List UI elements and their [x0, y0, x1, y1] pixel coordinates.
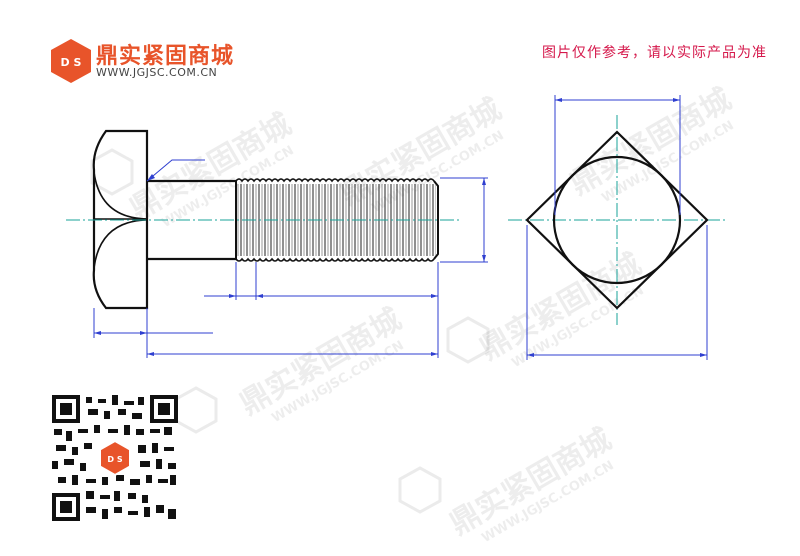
qr-center-logo-icon: D S: [99, 439, 131, 477]
dimension-arrows: [94, 174, 486, 356]
hexagon-logo-icon: D S: [51, 39, 91, 83]
qr-code: D S: [52, 395, 178, 521]
disclaimer-text: 图片仅作参考，请以实际产品为准: [542, 45, 767, 61]
dimension-lines-end: [526, 95, 708, 360]
dimension-arrows-end: [527, 98, 707, 357]
bolt-shank: [147, 179, 236, 261]
dimension-lines-side: [93, 159, 488, 358]
logo-url: WWW.JGJSC.COM.CN: [96, 66, 218, 79]
logo-brand-name: 鼎实紧固商城: [96, 44, 235, 69]
logo-badge-text: D S: [61, 56, 82, 69]
bolt-head-side-view: [92, 129, 149, 310]
brand-logo: D S 鼎实紧固商城 WWW.JGJSC.COM.CN: [50, 38, 240, 90]
centerline: [66, 115, 728, 325]
qr-badge-text: D S: [107, 455, 122, 464]
square-head-end-view: [525, 130, 709, 310]
